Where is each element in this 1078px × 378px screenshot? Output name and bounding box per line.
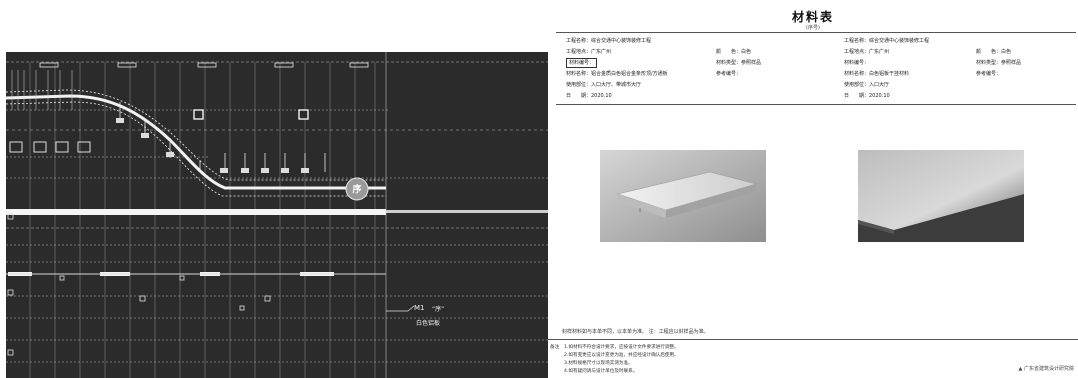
cad-band [6, 209, 386, 215]
right-usage: 使用部位：入口大厅 [844, 82, 890, 88]
title-rule [556, 32, 1076, 33]
logo-icon: ▲ [1018, 366, 1023, 372]
info-right-col: 工程名称：综合交通中心装饰装修工程 工程地点：广东广州 材料编号： 材料名称：白… [844, 36, 929, 102]
remarks: 备注 1.如材料不符合设计要求，应按设计文件要求进行调整。 2.如有变更应以设计… [550, 344, 679, 376]
far-ref-no: 参考编号： [976, 71, 1002, 77]
right-project-location: 工程地点：广东广州 [844, 49, 890, 55]
mid-material-type: 材料类型：参照样品 [716, 60, 762, 66]
remark-line: 1.如材料不符合设计要求，应按设计文件要求进行调整。 [564, 345, 679, 350]
info-mid-col: 颜 色：白色 材料类型：参照样品 参考编号： [716, 47, 761, 80]
cad-circle-mark [345, 177, 369, 201]
remark-line: 2.如有变更应以设计变更为准，并应经设计确认后使用。 [564, 353, 679, 358]
remark-line: 4.如有疑问请与设计单位及时联系。 [564, 369, 638, 374]
mid-ref-no: 参考编号： [716, 71, 742, 77]
sheet-title: 材料表 [791, 10, 834, 24]
info-far-col: 颜 色：白色 材料类型：参照样品 参考编号： [976, 47, 1021, 80]
right-material-name: 材料名称：白色铝板干挂材料 [844, 71, 910, 77]
far-material-type: 材料类型：参照样品 [976, 60, 1022, 66]
left-material-name: 材料名称：铝合金质白色铝合金条形顶/方通板 [566, 71, 668, 77]
right-date: 日 期：2020.10 [844, 93, 890, 99]
left-date: 日 期：2020.10 [566, 93, 612, 99]
cad-drawing: 序 M1 “序” 白色铝板 [5, 52, 548, 378]
footer-org: ▲ 广东省建筑设计研究院 [1019, 365, 1074, 372]
left-project-name: 工程名称：综合交通中心装饰装修工程 [566, 38, 652, 44]
footer-org-text: 广东省建筑设计研究院 [1023, 366, 1074, 372]
left-project-location: 工程地点：广东广州 [566, 49, 612, 55]
cad-callout-text: 白色铝板 [416, 320, 441, 327]
remarks-rule [548, 339, 1078, 340]
cad-callout-symbol: “序” [432, 306, 445, 313]
far-color: 颜 色：白色 [976, 49, 1012, 55]
material-photo-2 [858, 150, 1024, 242]
remark-line: 3.材料规格尺寸以现场实测为准。 [564, 361, 633, 366]
left-usage: 使用部位：入口大厅、带城市大厅 [566, 82, 642, 88]
info-rule [556, 104, 1076, 105]
material-photo-1 [600, 150, 766, 242]
cad-callout-code: M1 [414, 304, 425, 312]
remarks-label: 备注 [550, 345, 560, 350]
right-project-name: 工程名称：综合交通中心装饰装修工程 [844, 38, 930, 44]
mid-color: 颜 色：白色 [716, 49, 752, 55]
right-material-code: 材料编号： [844, 60, 870, 66]
info-left-col: 工程名称：综合交通中心装饰装修工程 工程地点：广东广州 材料编号： 材料名称：铝… [566, 36, 668, 102]
sheet-subtitle: (序号) [806, 25, 820, 31]
cad-circle-label: 序 [352, 185, 362, 195]
left-material-code: 材料编号： [566, 58, 598, 68]
cad-linework [5, 52, 548, 378]
bottom-note: 封样材料如与本单不同，以本单为准。 注：工程应以封样品为准。 [562, 329, 709, 335]
material-sheet: 材料表 (序号) 工程名称：综合交通中心装饰装修工程 工程地点：广东广州 材料编… [548, 0, 1078, 378]
